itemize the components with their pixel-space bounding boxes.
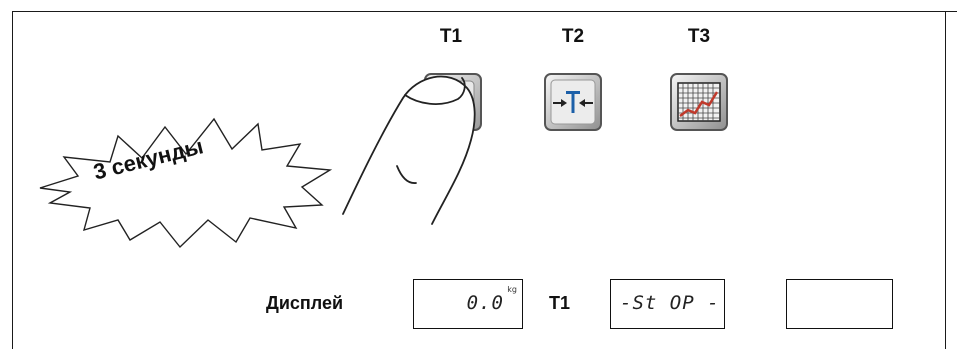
display-unit: kg [507,285,517,294]
t3-chart-key[interactable] [669,72,729,132]
result-display: -St OP - [610,279,725,329]
frame-top-border [12,11,957,12]
t1-key[interactable] [423,72,483,132]
frame-right-border [945,11,946,349]
key-label-t3: T3 [687,26,711,47]
duration-badge-text: 3 секунды [90,133,206,185]
display-value: 0.0 [466,292,504,314]
result-value: -St OP - [620,292,720,314]
weight-display: 0.0 kg [413,279,523,329]
key-label-t2: T2 [561,26,585,47]
blank-key-icon [424,73,482,131]
key-label-t1: T1 [439,26,463,47]
tare-icon [544,73,602,131]
chart-grid-icon [670,73,728,131]
t2-tare-key[interactable] [543,72,603,132]
frame-left-border [12,11,13,349]
display-label: Дисплей [266,293,344,313]
empty-display [786,279,893,329]
row-key-label: T1 [549,293,571,313]
